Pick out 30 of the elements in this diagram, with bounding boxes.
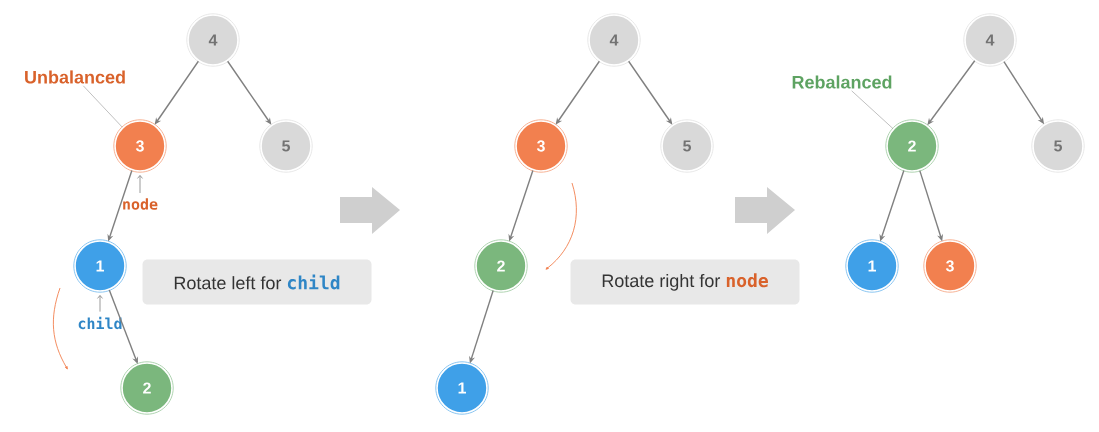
tree-node: 2 — [120, 361, 174, 415]
tree-node: 1 — [845, 239, 899, 293]
tree-edge — [555, 60, 601, 125]
tree-edge — [154, 60, 200, 125]
tree-edge — [627, 60, 673, 125]
leader-line — [851, 90, 894, 129]
status-label: Rebalanced — [792, 75, 892, 89]
note-box: Rotate right for node — [570, 259, 800, 305]
pointer-arrow — [97, 295, 103, 312]
pointer-label: child — [78, 316, 122, 330]
tree-node: 1 — [435, 361, 489, 415]
tree-node: 2 — [885, 119, 939, 173]
tree-edge — [226, 60, 272, 125]
tree-edge — [108, 289, 139, 364]
tree-node: 5 — [1031, 119, 1085, 173]
tree-node: 5 — [660, 119, 714, 173]
pointer-label: node — [123, 198, 158, 210]
note-box: Rotate left for child — [142, 259, 372, 305]
tree-node: 4 — [186, 13, 240, 67]
tree-node: 1 — [73, 239, 127, 293]
tree-node: 3 — [113, 119, 167, 173]
tree-node: 2 — [474, 239, 528, 293]
pointer-arrow — [137, 175, 143, 194]
leader-line — [83, 85, 123, 128]
tree-node: 3 — [514, 119, 568, 173]
tree-node: 4 — [963, 13, 1017, 67]
tree-node: 5 — [259, 119, 313, 173]
tree-node: 4 — [587, 13, 641, 67]
status-label: Unbalanced — [25, 70, 125, 84]
tree-node: 3 — [923, 239, 977, 293]
